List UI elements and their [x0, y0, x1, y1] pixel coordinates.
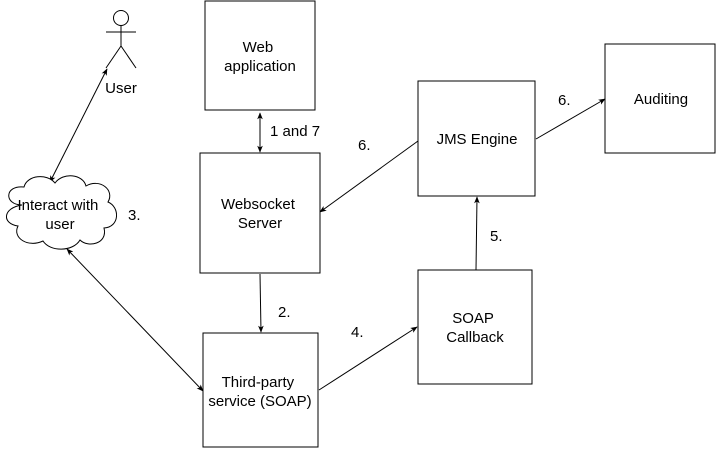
- web-application-label: Web application: [224, 39, 296, 75]
- edge-label-2: 2.: [278, 304, 291, 321]
- edge-jms-websocket: [319, 140, 419, 213]
- edge-interact-thirdparty: [66, 248, 204, 392]
- soap-callback-box: [417, 269, 533, 385]
- edge-label-6-left: 6.: [358, 137, 371, 154]
- websocket-server-box: [199, 152, 321, 274]
- jms-engine-box: [417, 80, 536, 197]
- websocket-server-label: Websocket Server: [221, 196, 299, 232]
- edge-thirdparty-soapcallback: [318, 326, 418, 391]
- edge-label-3: 3.: [128, 207, 141, 224]
- jms-engine-label: JMS Engine: [437, 131, 518, 148]
- web-application-box: [204, 0, 316, 111]
- edge-jms-auditing: [535, 98, 606, 140]
- interact-cloud-shape: [6, 175, 117, 250]
- auditing-label: Auditing: [634, 91, 688, 108]
- user-label: User: [105, 80, 137, 97]
- third-party-service-box: [202, 332, 319, 448]
- edge-user-interact: [49, 68, 108, 183]
- edge-label-1-and-7: 1 and 7: [270, 123, 320, 140]
- interact-cloud-label: Interact with user: [17, 197, 102, 233]
- soap-callback-label: SOAP Callback: [446, 310, 504, 346]
- third-party-service-label: Third-party service (SOAP): [208, 374, 311, 410]
- edge-label-4: 4.: [351, 324, 364, 341]
- edge-soapcallback-jms: [474, 196, 480, 271]
- edge-websocket-thirdparty: [258, 273, 264, 333]
- user-stick-figure-icon: [105, 10, 137, 69]
- auditing-box: [604, 43, 716, 154]
- edge-label-6-right: 6.: [558, 92, 571, 109]
- edge-label-5: 5.: [490, 228, 503, 245]
